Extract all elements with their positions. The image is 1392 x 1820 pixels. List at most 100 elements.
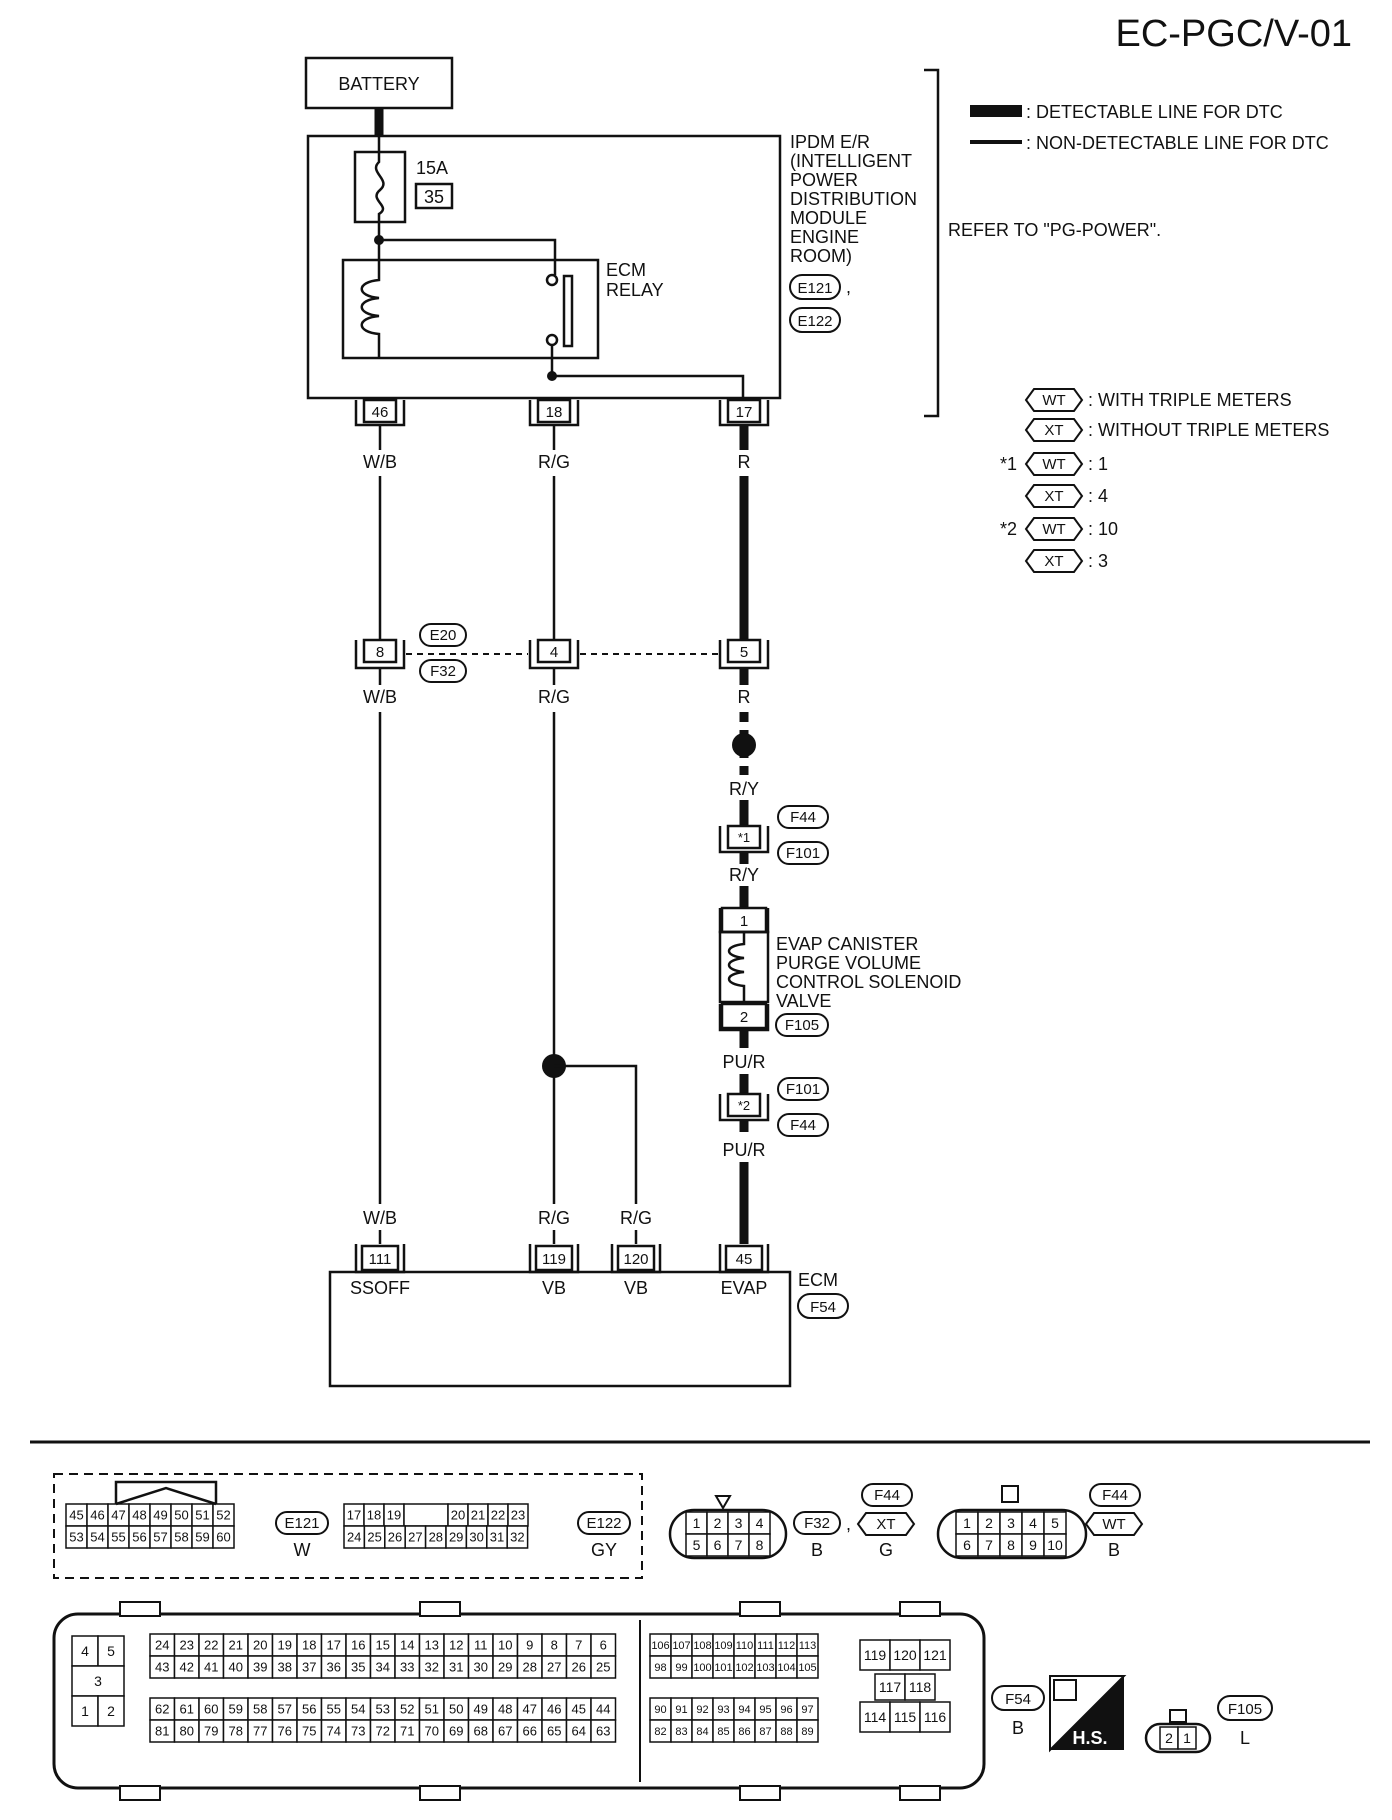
cavity-number: 44 — [596, 1702, 610, 1717]
wt-tag — [1084, 1512, 1144, 1536]
connector-latch — [119, 1601, 161, 1617]
ecm-relay-label-2: RELAY — [606, 280, 664, 300]
cavity-number: 112 — [778, 1640, 796, 1652]
cavity-number: 54 — [351, 1702, 365, 1717]
pin-45: 45 — [736, 1251, 753, 1268]
connector-cavity — [859, 1639, 891, 1671]
splice-dot — [732, 733, 756, 757]
pin-17: 17 — [736, 404, 753, 421]
cavity-number: 4 — [756, 1515, 764, 1531]
cavity-number: 100 — [693, 1662, 711, 1674]
connector-tag-text: F54 — [810, 1299, 836, 1316]
cavity-number: 41 — [204, 1660, 218, 1675]
cavity-number: 108 — [693, 1640, 711, 1652]
connector-tag-text: F44 — [790, 809, 816, 826]
connector-cavity — [590, 1719, 617, 1743]
cavity-number: 47 — [111, 1508, 125, 1523]
pin-8: 8 — [376, 644, 384, 661]
connector-tag-text: E122 — [797, 313, 832, 330]
xt-tag — [1024, 484, 1084, 508]
cavity-number: 1 — [81, 1703, 89, 1719]
wt-tag-text: WT — [1042, 456, 1065, 473]
ipdm-line: (INTELLIGENT — [790, 151, 912, 171]
cavity-number: 7 — [575, 1638, 582, 1653]
ecm-label: ECM — [798, 1270, 838, 1290]
cavity-number: 29 — [498, 1660, 512, 1675]
cavity-number: 30 — [474, 1660, 488, 1675]
connector-cavity — [403, 1503, 449, 1527]
pin-box — [726, 1092, 762, 1118]
wire-color-wb: W/B — [363, 687, 397, 707]
cavity-number: 102 — [735, 1662, 753, 1674]
detectable-line-swatch — [970, 105, 1022, 117]
f54-connector-shell — [52, 1612, 986, 1790]
connector-cavity — [590, 1655, 617, 1679]
cavity-number: 54 — [90, 1530, 104, 1545]
cavity-number: 9 — [1029, 1537, 1037, 1553]
cavity-number: 104 — [777, 1662, 795, 1674]
ipdm-pins: 46 18 17 — [354, 398, 770, 427]
cavity-number: 6 — [600, 1638, 607, 1653]
pin-18: 18 — [546, 404, 563, 421]
cavity-number: 21 — [229, 1638, 243, 1653]
ecm-box — [328, 1270, 792, 1388]
connector-tag-text: F105 — [1228, 1701, 1262, 1718]
connector-tag-e122 — [577, 1511, 631, 1535]
legend-detectable: : DETECTABLE LINE FOR DTC — [1026, 102, 1283, 122]
cavity-number: 5 — [107, 1643, 115, 1659]
cavity-number: 42 — [180, 1660, 194, 1675]
connector-tag-f32 — [419, 659, 467, 683]
cavity-number: 91 — [675, 1704, 687, 1716]
cavity-number: 39 — [253, 1660, 267, 1675]
cavity-number: 28 — [523, 1660, 537, 1675]
signal-vb: VB — [542, 1278, 566, 1298]
pin-box — [726, 398, 762, 424]
signal-vb: VB — [624, 1278, 648, 1298]
wire-rg-branch — [554, 1064, 638, 1204]
connector-cavity — [889, 1639, 921, 1671]
cavity-number: 96 — [780, 1704, 792, 1716]
cavity-number: 16 — [351, 1638, 365, 1653]
cavity-number: 23 — [511, 1508, 525, 1523]
connector-tag-f105 — [1217, 1695, 1273, 1721]
cavity-number: 3 — [1007, 1515, 1015, 1531]
cavity-number: 118 — [909, 1679, 932, 1695]
cavity-number: 116 — [924, 1709, 947, 1725]
wt-tag — [1024, 452, 1084, 476]
evap-label-line: VALVE — [776, 991, 831, 1011]
connector-latch — [419, 1601, 461, 1617]
cavity-number: 53 — [69, 1530, 83, 1545]
cavity-number: 79 — [204, 1724, 218, 1739]
cavity-number: 115 — [894, 1709, 917, 1725]
cavity-number: 31 — [449, 1660, 463, 1675]
page-title: EC-PGC/V-01 — [1115, 13, 1352, 55]
cavity-number: 40 — [229, 1660, 243, 1675]
cavity-number: 58 — [253, 1702, 267, 1717]
cavity-number: 45 — [572, 1702, 586, 1717]
connector-lock-icon — [1001, 1485, 1019, 1503]
pin-box — [726, 824, 762, 850]
star2-wt-value: : 10 — [1088, 519, 1118, 539]
cavity-number: 73 — [351, 1724, 365, 1739]
pin-5: 5 — [740, 644, 748, 661]
cavity-number: 82 — [654, 1726, 666, 1738]
cavity-number: 2 — [107, 1703, 115, 1719]
evap-label-line: EVAP CANISTER — [776, 934, 918, 954]
connector-latch — [119, 1785, 161, 1801]
relay-to-17-wire — [552, 374, 745, 398]
signal-evap: EVAP — [721, 1278, 768, 1298]
cavity-number: 103 — [756, 1662, 774, 1674]
connector-tag-e20 — [419, 623, 467, 647]
cavity-number: 2 — [714, 1515, 722, 1531]
cavity-number: 48 — [498, 1702, 512, 1717]
cavity-number: 5 — [693, 1537, 701, 1553]
cavity-number: 59 — [229, 1702, 243, 1717]
pin-box — [726, 638, 762, 664]
connector-cavity — [506, 1525, 529, 1549]
pin-box — [724, 1244, 764, 1272]
cavity-number: 59 — [195, 1530, 209, 1545]
cavity-number: 88 — [780, 1726, 792, 1738]
xt-tag-text: XT — [1044, 488, 1063, 505]
wire-color-wb: W/B — [363, 1208, 397, 1228]
